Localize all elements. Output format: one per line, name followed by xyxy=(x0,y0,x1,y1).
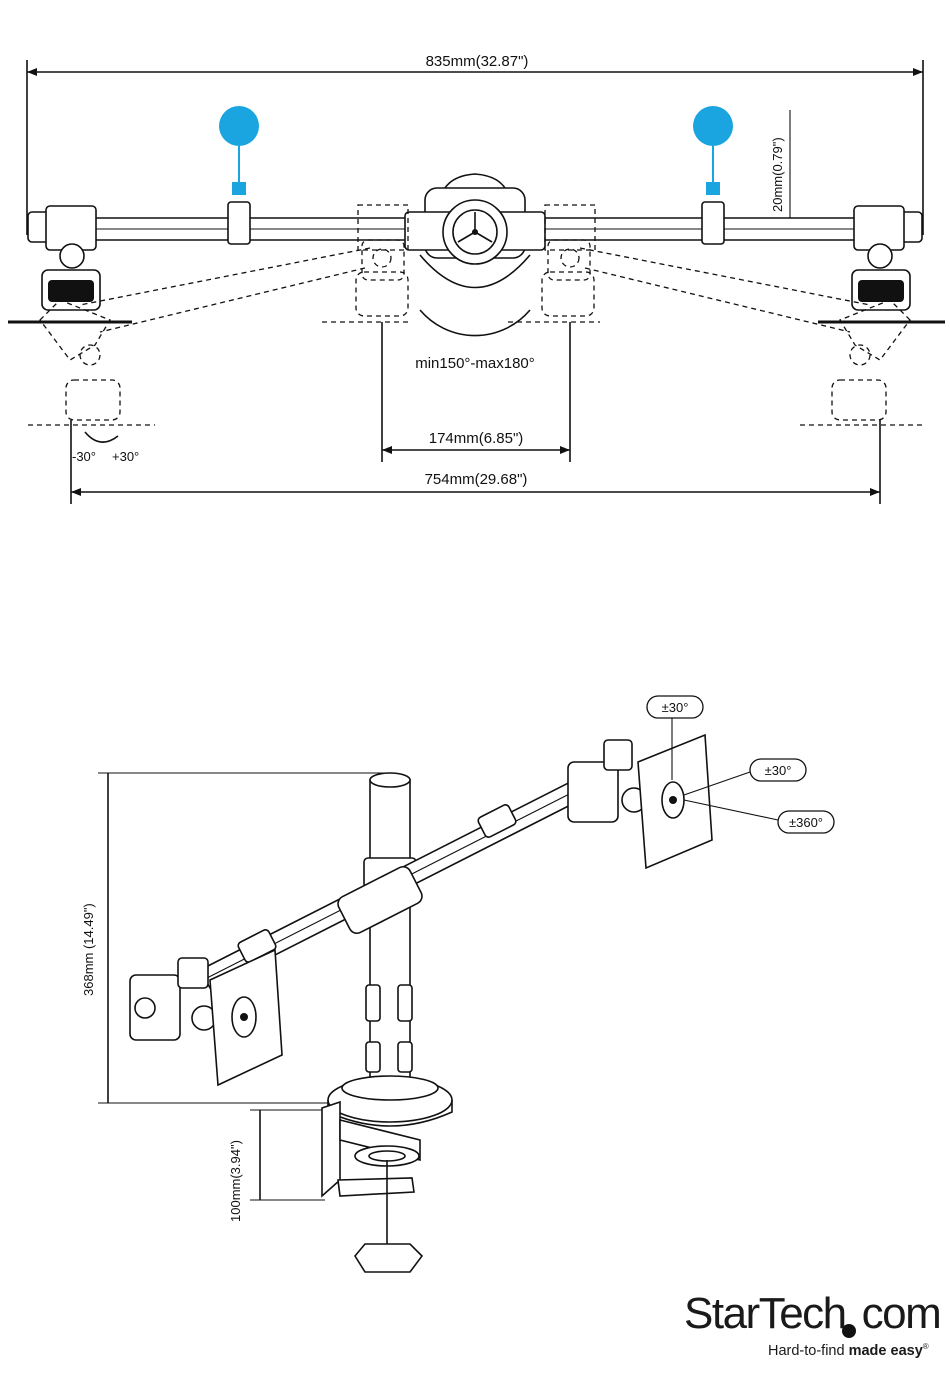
bar-clip-right xyxy=(702,202,724,244)
pivot-spacing-dimension: 174mm(6.85") xyxy=(382,322,570,462)
isometric-diagram: 368mm (14.49") 100mm(3.94") xyxy=(81,696,834,1272)
tilt-badge-label: ±30° xyxy=(662,700,689,715)
startech-logo: StarTech com Hard-to-find made easy® xyxy=(684,1292,940,1362)
pole xyxy=(364,773,416,1090)
outer-head-left: -30° +30° xyxy=(8,206,155,464)
base-collar xyxy=(328,1076,452,1126)
overall-width-label: 835mm(32.87") xyxy=(426,53,529,70)
logo-name-part2: com xyxy=(862,1289,941,1338)
pivot-spacing-label: 174mm(6.85") xyxy=(429,430,524,447)
inner-pivot-left xyxy=(322,240,412,322)
logo-name-part1: StarTech xyxy=(684,1289,846,1338)
swivel-badge-label: ±30° xyxy=(765,763,792,778)
blue-marker-left xyxy=(219,106,259,195)
tilt-right-label: +30° xyxy=(112,449,139,464)
desk-clamp xyxy=(322,1102,422,1272)
pole-height-label: 368mm (14.49") xyxy=(81,903,96,996)
logo-dot-icon xyxy=(842,1324,856,1338)
top-view-diagram: 835mm(32.87") 20mm(0.79") xyxy=(8,53,945,504)
swing-width-label: 754mm(29.68") xyxy=(425,471,528,488)
center-hub xyxy=(358,174,595,336)
bar-clip-left xyxy=(228,202,250,244)
logo-wordmark: StarTech com xyxy=(684,1292,940,1336)
logo-tagline: Hard-to-find made easy® xyxy=(768,1342,929,1359)
tilt-left-label: -30° xyxy=(72,449,96,464)
pivot-range-label: min150°-max180° xyxy=(415,355,535,372)
rotate-badge-label: ±360° xyxy=(789,815,823,830)
clamp-height-label: 100mm(3.94") xyxy=(228,1140,243,1222)
rise-label: 20mm(0.79") xyxy=(770,137,785,212)
clamp-height-dimension: 100mm(3.94") xyxy=(228,1110,325,1222)
vesa-head-left xyxy=(130,950,282,1085)
blue-marker-right xyxy=(693,106,733,195)
